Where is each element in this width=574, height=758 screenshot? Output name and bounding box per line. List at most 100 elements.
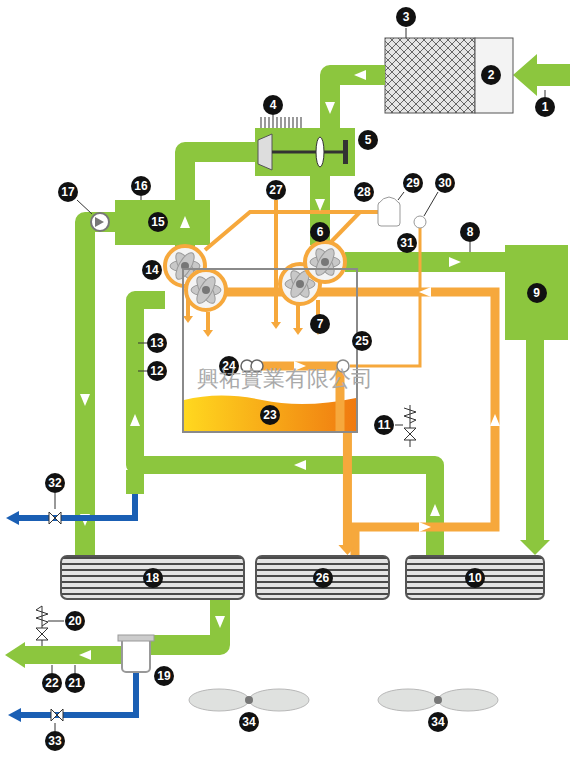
callout-number: 19: [154, 666, 174, 686]
safety-valves: [470, 242, 471, 252]
flow-arrows: [79, 650, 91, 660]
safety-valves: [75, 665, 76, 673]
drain-lines: [8, 708, 21, 722]
after-cooler: 18: [60, 555, 245, 600]
separator-vessel: [118, 635, 154, 641]
check-valve: [91, 213, 109, 231]
flow-arrows: [315, 199, 325, 211]
drain-lines: [6, 511, 19, 525]
callout-number: 16: [131, 176, 151, 196]
flow-arrows: [430, 504, 440, 516]
air-inlet: [475, 38, 513, 113]
oil-lines: [205, 212, 378, 250]
green-air-pipes: [150, 600, 220, 645]
callout-number: 34: [239, 712, 259, 732]
callout-number: 3: [396, 7, 416, 27]
flow-arrows: [325, 102, 335, 114]
safety-valves: [404, 428, 416, 440]
safety-valves: [48, 621, 64, 622]
callout-number: 17: [58, 182, 78, 202]
oil-lines: [200, 292, 495, 555]
oil-separator: 9: [505, 245, 568, 340]
intake-valve: [272, 151, 345, 154]
callout-number: 8: [460, 222, 480, 242]
oil-tank: 23: [182, 268, 358, 433]
safety-valves: [410, 405, 411, 447]
flow-arrows: [449, 257, 461, 267]
oil-lines: [188, 200, 495, 555]
oil-components: [378, 202, 400, 226]
drain-lines: [49, 512, 61, 524]
intake-valve: [273, 115, 274, 117]
intake-valve: [343, 140, 348, 164]
callout-number: 5: [358, 130, 378, 150]
callout-number: 1: [535, 97, 555, 117]
watermark: 興祐實業有限公司: [197, 364, 373, 394]
callout-number: 34: [428, 712, 448, 732]
flow-arrows: [354, 70, 366, 80]
oil-components: [398, 192, 404, 200]
air-inlet: [406, 28, 407, 38]
callout-number: 2: [481, 65, 501, 85]
safety-valves: [36, 242, 470, 673]
flow-arrows: [180, 216, 190, 228]
callout-number: 10: [465, 568, 485, 588]
callout-number: 20: [65, 611, 85, 631]
air-inlet: [385, 38, 475, 113]
green-air-pipes: [345, 252, 505, 272]
flow-arrows: [419, 522, 431, 532]
intake-valve: [255, 128, 355, 176]
green-air-pipes: [185, 152, 255, 200]
cooling-fans: [189, 689, 309, 711]
pipe-connector: [343, 433, 352, 545]
flow-arrows: [215, 616, 225, 628]
check-valve: [77, 200, 92, 214]
safety-valves: [138, 371, 147, 372]
oil-cooler: 26: [255, 555, 390, 600]
oil-lines: [206, 312, 210, 330]
intake-valve: [255, 115, 355, 176]
cooling-fans: [378, 689, 498, 711]
callout-number: 33: [45, 731, 65, 751]
oil-components: [241, 192, 438, 372]
callout-number: 31: [397, 233, 417, 253]
drain-lines: [20, 672, 136, 715]
callout-number: 32: [45, 473, 65, 493]
green-air-pipes: [330, 75, 385, 128]
cooling-fans: [189, 689, 498, 711]
callout-number: 12: [147, 361, 167, 381]
callout-number: 30: [435, 173, 455, 193]
air-inlet: [545, 90, 546, 97]
callout-number: 9: [527, 283, 547, 303]
green-air-pipes: [85, 222, 115, 555]
callout-number: 22: [42, 673, 62, 693]
callout-number: 13: [147, 333, 167, 353]
callout-number: 21: [65, 673, 85, 693]
separator-vessel: [118, 635, 154, 672]
min-pressure-box: [141, 196, 142, 200]
rotor-pairs: [186, 270, 226, 310]
oil-lines: [274, 200, 278, 322]
min-pressure-box: [115, 200, 210, 245]
flow-arrows: [294, 460, 306, 470]
safety-valves: [36, 606, 48, 626]
callout-number: 7: [310, 314, 330, 334]
outlet-arrow: [5, 642, 25, 668]
air-inlet: [513, 54, 570, 96]
flow-arrows: [80, 394, 90, 406]
intake-valve: [258, 134, 272, 170]
safety-valves: [404, 408, 416, 423]
safety-valves: [138, 343, 147, 344]
callout-number: 23: [260, 405, 280, 425]
drain-lines: [51, 709, 63, 721]
intake-valve: [316, 137, 324, 167]
flow-arrows: [419, 287, 431, 297]
callout-number: 27: [266, 180, 286, 200]
callout-number: 14: [142, 260, 162, 280]
oil-level: [184, 396, 356, 432]
oil-lines: [296, 305, 300, 328]
oil-level: [184, 396, 356, 432]
flow-arrows: [130, 414, 140, 426]
callout-number: 29: [403, 173, 423, 193]
